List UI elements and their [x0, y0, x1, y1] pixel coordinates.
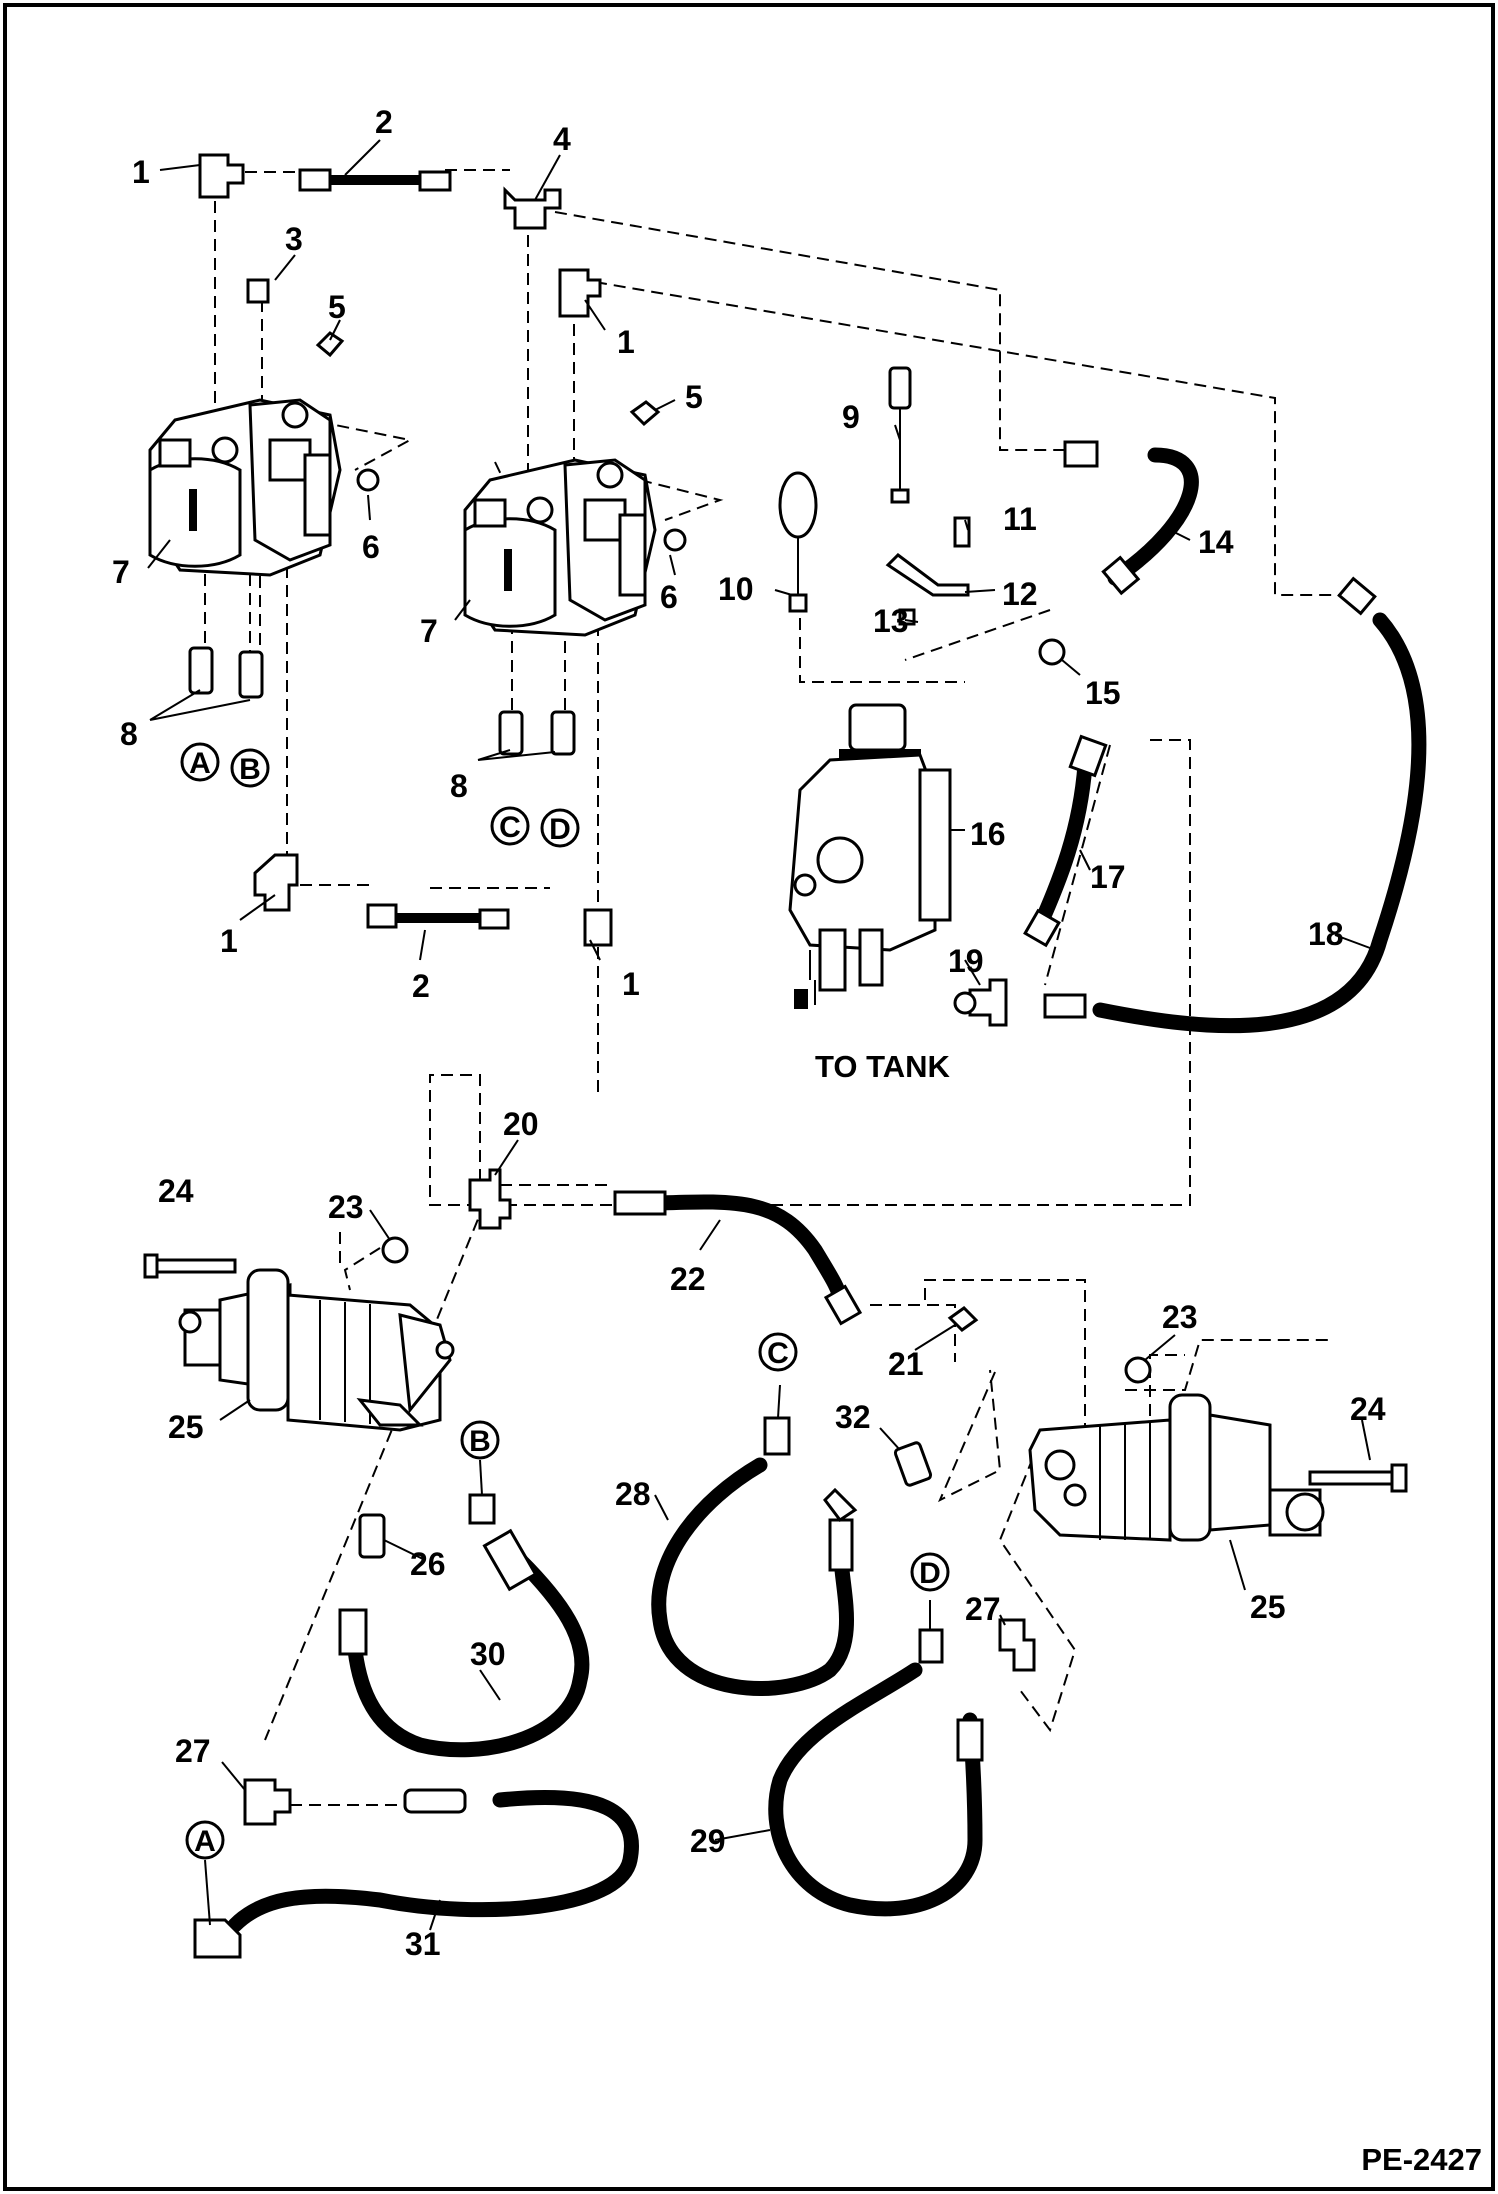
part-label: 5: [328, 289, 346, 325]
hose-30: [347, 1552, 590, 1758]
part-label: 17: [1090, 859, 1126, 895]
port-marker-label: D: [919, 1557, 941, 1590]
part-label: 8: [120, 716, 138, 752]
part-label: 4: [553, 121, 571, 157]
port-marker-label: A: [194, 1825, 216, 1858]
part-label: 6: [660, 579, 678, 615]
hose-28: [651, 1457, 854, 1696]
fittings: [143, 153, 1408, 1959]
hose-17: [1032, 757, 1093, 933]
hose-14: [1107, 447, 1199, 586]
hose-22: [652, 1194, 848, 1308]
part-label: 14: [1198, 524, 1234, 560]
part-label: 1: [622, 966, 640, 1002]
part-label: 24: [158, 1173, 194, 1209]
port-marker-label: B: [469, 1425, 491, 1458]
part-label: 27: [175, 1733, 211, 1769]
part-label: 5: [685, 379, 703, 415]
port-markers: A B C D B C D A: [180, 742, 950, 1860]
part-label: 25: [168, 1409, 204, 1445]
pump-middle: [463, 458, 657, 637]
motor-left: [178, 1268, 455, 1432]
part-label: 15: [1085, 675, 1121, 711]
part-label: 19: [948, 943, 984, 979]
part-label: 16: [970, 816, 1006, 852]
motor-right: [1028, 1393, 1325, 1542]
part-label: 1: [132, 154, 150, 190]
part-label: 27: [965, 1591, 1001, 1627]
assembly-lines: [204, 169, 1345, 1806]
hose-29: [768, 1662, 983, 1917]
part-label: 7: [420, 613, 438, 649]
port-marker-label: A: [189, 747, 211, 780]
hoses: [227, 175, 1427, 1933]
pump-left: [148, 398, 342, 577]
part-label: 1: [617, 324, 635, 360]
diagram-id: PE-2427: [1361, 2142, 1482, 2177]
part-label: 11: [1003, 501, 1037, 537]
part-label: 26: [410, 1546, 446, 1582]
part-label: 7: [112, 554, 130, 590]
part-number-labels: 1 2 3 4 5 1 5 6 7 6 7 8 8 1 2 1 9 10 11 …: [112, 104, 1386, 1962]
part-label: 31: [405, 1926, 441, 1962]
hose-18: [1092, 612, 1427, 1034]
part-label: 20: [503, 1106, 539, 1142]
part-label: 18: [1308, 916, 1344, 952]
part-label: 23: [328, 1189, 364, 1225]
part-label: 8: [450, 768, 468, 804]
part-label: 22: [670, 1261, 706, 1297]
part-label: 6: [362, 529, 380, 565]
part-label: 32: [835, 1399, 871, 1435]
port-marker-label: C: [499, 811, 521, 844]
frame-border: [3, 3, 1495, 2191]
port-marker-label: D: [549, 813, 571, 846]
part-label: 9: [842, 399, 860, 435]
to-tank-label: TO TANK: [815, 1049, 951, 1084]
part-label: 21: [888, 1346, 924, 1382]
port-marker-label: B: [239, 753, 261, 786]
part-label: 12: [1002, 576, 1038, 612]
part-label: 3: [285, 221, 303, 257]
port-marker-label: C: [767, 1337, 789, 1370]
part-label: 24: [1350, 1391, 1386, 1427]
part-label: 10: [718, 571, 754, 607]
part-label: 28: [615, 1476, 651, 1512]
part-label: 2: [375, 104, 393, 140]
part-label: 25: [1250, 1589, 1286, 1625]
part-label: 23: [1162, 1299, 1198, 1335]
hose-31: [227, 1790, 639, 1933]
part-label: 2: [412, 968, 430, 1004]
control-valve: [788, 703, 952, 1009]
part-label: 13: [873, 603, 909, 639]
part-label: 30: [470, 1636, 506, 1672]
part-label: 1: [220, 923, 238, 959]
leader-lines: [147, 139, 1371, 1931]
part-label: 29: [690, 1823, 726, 1859]
